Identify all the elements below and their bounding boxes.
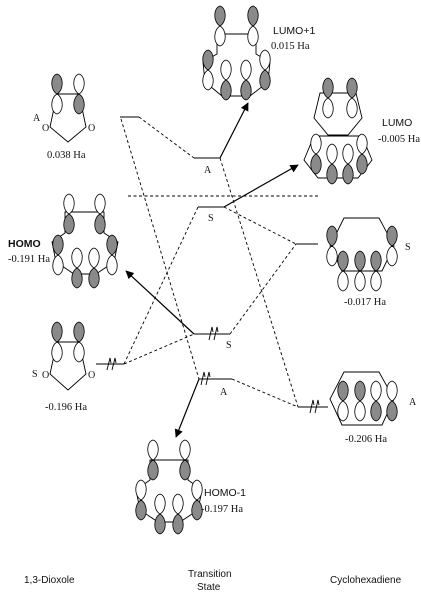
column-label-ts-line1: Transition: [188, 569, 232, 580]
lumo1-name: LUMO+1: [273, 25, 315, 37]
arrow-to-lumo1: [219, 102, 249, 159]
level-label-ts-s-high: S: [208, 213, 214, 224]
arrow-to-homo1: [174, 378, 200, 438]
electron-pair-ts-a-low: [200, 371, 211, 386]
svg-text:O: O: [42, 370, 49, 381]
dioxole-s-energy: -0.196 Ha: [45, 402, 87, 413]
hexadiene-s-energy: -0.017 Ha: [344, 297, 386, 308]
hexadiene-s-orbital: [326, 217, 398, 292]
correlation-lines: [120, 116, 318, 408]
electron-pair-ts-s-low: [208, 326, 219, 341]
svg-text:O: O: [42, 123, 49, 134]
lumo1-energy: 0.015 Ha: [271, 41, 310, 52]
electron-pair-dioxole-s: [106, 357, 117, 371]
hexadiene-a-energy: -0.206 Ha: [345, 434, 387, 445]
homo1-orbital: [135, 439, 203, 535]
column-label-ts-line2: State: [197, 582, 221, 593]
dioxole-a-orbital: O O: [42, 73, 95, 143]
svg-text:O: O: [88, 370, 95, 381]
svg-text:O: O: [88, 123, 95, 134]
electron-pair-hexadiene-a: [309, 399, 320, 414]
level-label-ts-a-low: A: [220, 387, 228, 398]
lumo-orbital: [303, 77, 373, 185]
homo-energy: -0.191 Ha: [8, 254, 50, 265]
level-label-ts-a-high: A: [204, 165, 212, 176]
lumo-name: LUMO: [382, 117, 412, 129]
homo-name: HOMO: [8, 238, 41, 250]
dioxole-s-symmetry: S: [32, 369, 38, 380]
level-label-ts-s-low: S: [226, 340, 232, 351]
lumo-energy: -0.005 Ha: [378, 134, 420, 145]
homo-orbital: [51, 193, 119, 289]
arrow-to-homo: [125, 270, 195, 335]
dioxole-a-symmetry: A: [33, 113, 41, 124]
hexadiene-a-orbital: [329, 371, 398, 426]
lumo1-orbital: [202, 5, 271, 101]
dioxole-a-energy: 0.038 Ha: [47, 150, 86, 161]
hexadiene-a-symmetry: A: [409, 397, 417, 408]
column-label-hexadiene: Cyclohexadiene: [330, 575, 402, 586]
dioxole-s-orbital: O O: [42, 321, 95, 391]
hexadiene-s-symmetry: S: [405, 242, 411, 253]
column-label-dioxole: 1,3-Dioxole: [24, 575, 75, 586]
homo1-name: HOMO-1: [204, 487, 246, 499]
arrow-to-lumo: [223, 164, 299, 208]
homo1-energy: -0.197 Ha: [201, 504, 243, 515]
